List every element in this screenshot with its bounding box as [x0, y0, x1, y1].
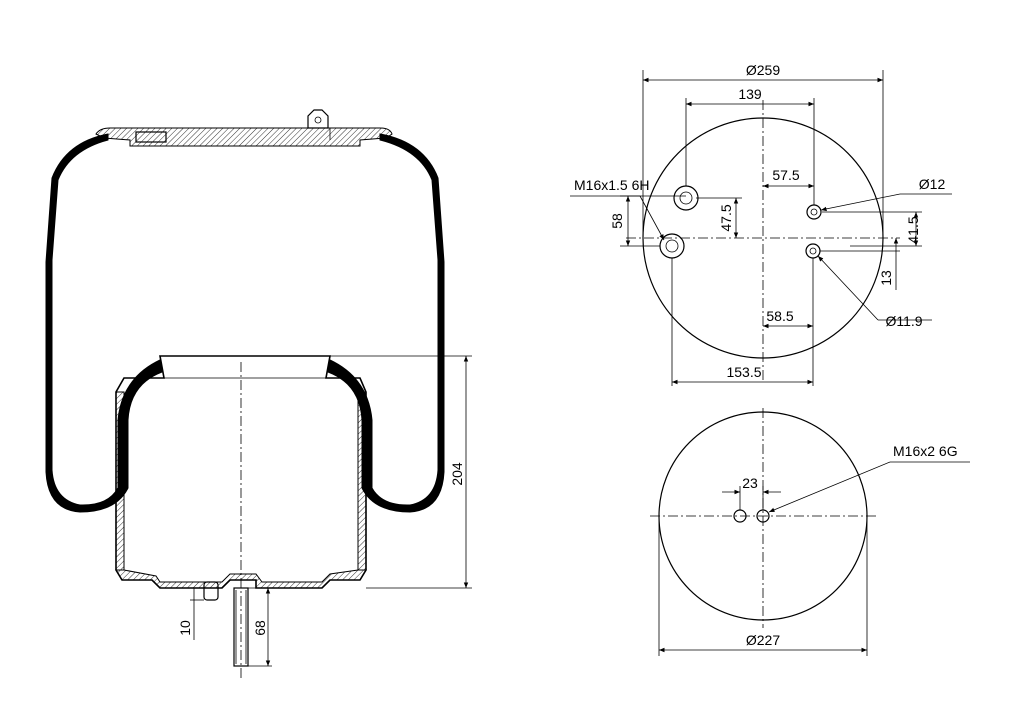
span-dimension: 139	[738, 86, 762, 102]
small-offset-dimension: 13	[878, 270, 894, 286]
top-pin	[307, 109, 329, 129]
bottom-view: 23 M16x2 6G Ø227	[650, 408, 970, 656]
top-plate-slot	[135, 131, 167, 143]
outer-diameter-dimension: Ø259	[746, 62, 780, 78]
rubber-bellow	[45, 133, 163, 513]
air-hole	[805, 243, 821, 259]
bottom-diameter-dimension: Ø227	[746, 632, 780, 648]
thread-callout: M16x1.5 6H	[574, 177, 649, 193]
hole-spacing-dimension: 23	[742, 475, 758, 491]
vertical-spacing-dimension: 58	[609, 213, 625, 229]
stud-length-dimension: 68	[252, 620, 268, 636]
height-dimension: 204	[449, 462, 465, 486]
bottom-bolt	[203, 581, 219, 601]
air-hole-dimension: Ø11.9	[885, 313, 922, 329]
vertical-offset-dimension: 47.5	[718, 204, 734, 231]
hole-12	[806, 204, 822, 220]
rubber-bellow-right	[327, 133, 445, 513]
bolt-offset-dimension: 10	[177, 620, 193, 636]
threaded-hole-upper	[673, 185, 699, 211]
offset-dimension: 57.5	[772, 167, 799, 183]
bottom-thread-callout: M16x2 6G	[893, 443, 958, 459]
right-offset-dimension: 41.5	[905, 216, 921, 243]
side-view: 204 10 68	[45, 109, 472, 680]
top-view: Ø259 139 57.5 Ø12 M16x1.5 6H 58 47.5 41.…	[570, 62, 952, 386]
piston-wall-hatch	[115, 391, 125, 571]
base-span-dimension: 153.5	[726, 364, 761, 380]
top-pin-hole	[314, 116, 322, 124]
lower-offset-dimension: 58.5	[766, 308, 793, 324]
top-plate	[95, 127, 393, 147]
hole-diameter-dimension: Ø12	[919, 176, 946, 192]
